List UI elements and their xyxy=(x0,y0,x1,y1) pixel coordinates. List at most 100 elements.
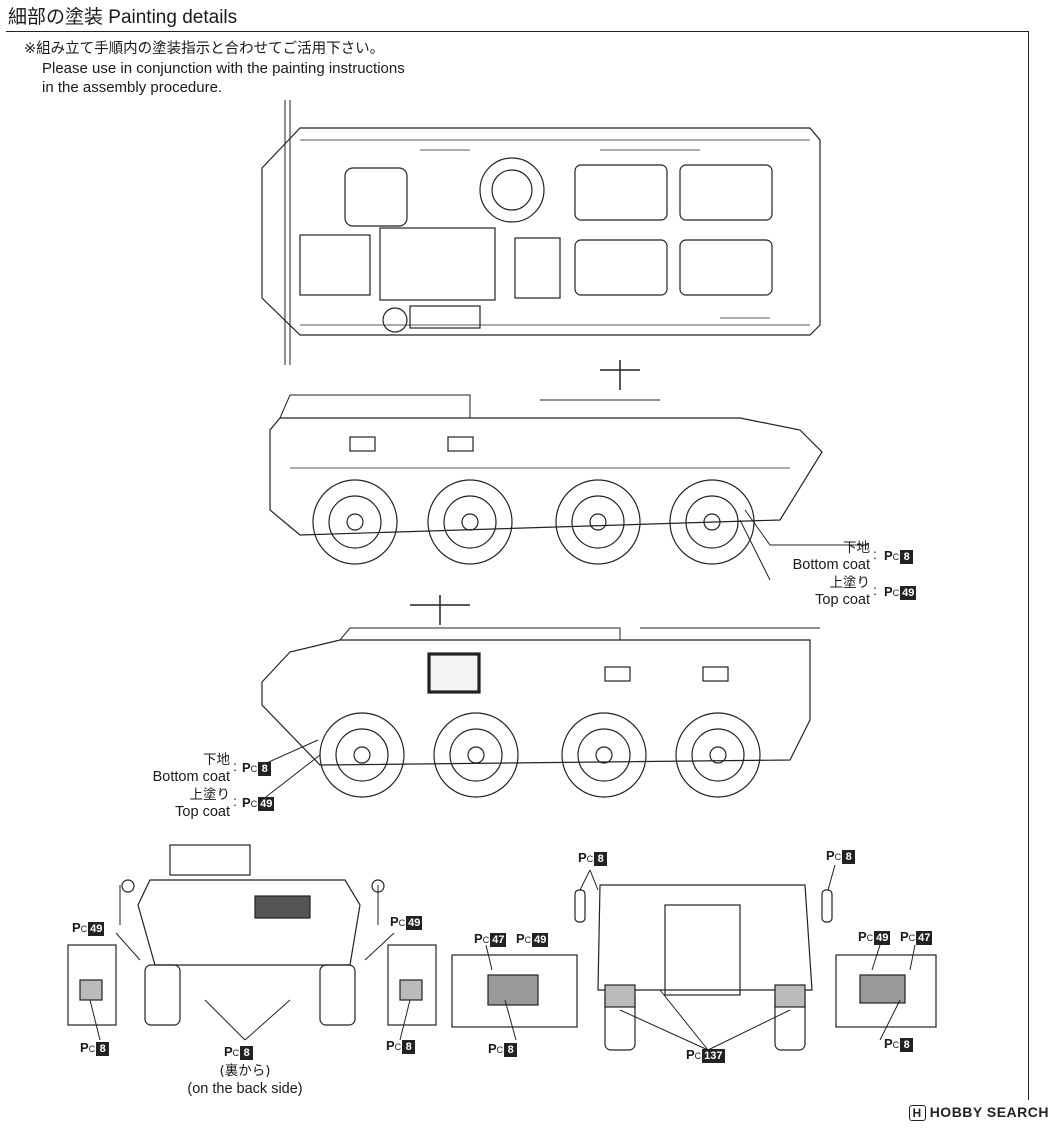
color-number: 8 xyxy=(240,1046,254,1060)
p-letter: P xyxy=(884,584,893,599)
top-coat-jp-label: 上塗り xyxy=(189,787,231,803)
top-coat-en-label: Top coat xyxy=(175,804,230,820)
bottom-coat-jp-label: 下地 xyxy=(843,540,870,556)
p-letter: P xyxy=(474,931,483,946)
bottom-coat-jp-label: 下地 xyxy=(203,752,230,768)
top-coat-callout-upper: 上塗り Top coat xyxy=(760,575,870,609)
note-japanese: ※組み立て手順内の塗装指示と合わせてご活用下さい。 xyxy=(24,41,385,57)
top-coat-en-label: Top coat xyxy=(815,592,870,608)
color-number: 8 xyxy=(900,550,914,564)
colon: : xyxy=(233,758,237,774)
c-letter: C xyxy=(394,1042,402,1052)
color-number: 49 xyxy=(874,931,891,945)
front-view-drawing xyxy=(67,844,437,1026)
c-letter: C xyxy=(250,799,258,809)
color-number: 8 xyxy=(594,852,608,866)
p-letter: P xyxy=(72,920,81,935)
note-english-line2: in the assembly procedure. xyxy=(42,79,223,96)
color-number: 8 xyxy=(402,1040,416,1054)
leader-lines xyxy=(89,509,916,1051)
p-letter: P xyxy=(516,931,525,946)
colon: : xyxy=(873,546,877,562)
back-side-caption: (裏から) (on the back side) xyxy=(170,1062,320,1098)
p-letter: P xyxy=(224,1044,233,1059)
p-letter: P xyxy=(826,848,835,863)
side-view-left-drawing xyxy=(261,595,820,798)
watermark-logo: H xyxy=(908,1105,926,1121)
top-coat-callout-lower: 上塗り Top coat xyxy=(120,787,230,821)
color-number: 49 xyxy=(88,922,105,936)
color-number: 47 xyxy=(916,931,933,945)
c-letter: C xyxy=(908,933,916,943)
c-letter: C xyxy=(892,588,900,598)
c-letter: C xyxy=(694,1051,702,1061)
c-letter: C xyxy=(866,933,874,943)
color-number: 8 xyxy=(900,1038,914,1052)
color-number: 8 xyxy=(258,762,272,776)
bottom-coat-callout-lower: 下地 Bottom coat xyxy=(120,752,230,786)
colon: : xyxy=(233,793,237,809)
bottom-coat-en-label: Bottom coat xyxy=(792,557,870,573)
color-number: 137 xyxy=(702,1049,725,1063)
color-number: 8 xyxy=(504,1043,518,1057)
page-title: 細部の塗装 Painting details xyxy=(8,7,238,28)
c-letter: C xyxy=(250,764,258,774)
top-view-drawing xyxy=(261,100,821,365)
rear-view-drawing xyxy=(451,884,937,1051)
bottom-coat-callout-upper: 下地 Bottom coat xyxy=(760,540,870,574)
p-letter: P xyxy=(884,548,893,563)
c-letter: C xyxy=(586,854,594,864)
colon: : xyxy=(873,582,877,598)
c-letter: C xyxy=(398,918,406,928)
c-letter: C xyxy=(232,1048,240,1058)
p-letter: P xyxy=(386,1038,395,1053)
c-letter: C xyxy=(834,852,842,862)
note-english-line1: Please use in conjunction with the paint… xyxy=(42,60,405,77)
color-number: 8 xyxy=(842,850,856,864)
p-letter: P xyxy=(242,760,251,775)
p-letter: P xyxy=(686,1047,695,1062)
instruction-note: ※組み立て手順内の塗装指示と合わせてご活用下さい。 Please use in … xyxy=(24,40,405,97)
frame-rule xyxy=(1028,31,1029,1100)
c-letter: C xyxy=(496,1045,504,1055)
p-letter: P xyxy=(390,914,399,929)
p-letter: P xyxy=(242,795,251,810)
color-number: 8 xyxy=(96,1042,110,1056)
p-letter: P xyxy=(858,929,867,944)
top-coat-jp-label: 上塗り xyxy=(829,575,871,591)
color-number: 49 xyxy=(258,797,275,811)
c-letter: C xyxy=(88,1044,96,1054)
title-rule xyxy=(6,31,1028,32)
p-letter: P xyxy=(900,929,909,944)
back-side-en: (on the back side) xyxy=(187,1081,303,1097)
color-number: 49 xyxy=(900,586,917,600)
color-number: 49 xyxy=(532,933,549,947)
c-letter: C xyxy=(482,935,490,945)
side-view-right-drawing xyxy=(269,360,823,565)
c-letter: C xyxy=(892,552,900,562)
c-letter: C xyxy=(892,1040,900,1050)
c-letter: C xyxy=(524,935,532,945)
p-letter: P xyxy=(884,1036,893,1051)
back-side-jp: (裏から) xyxy=(219,1063,271,1079)
watermark-text: HOBBY SEARCH xyxy=(929,1104,1049,1120)
